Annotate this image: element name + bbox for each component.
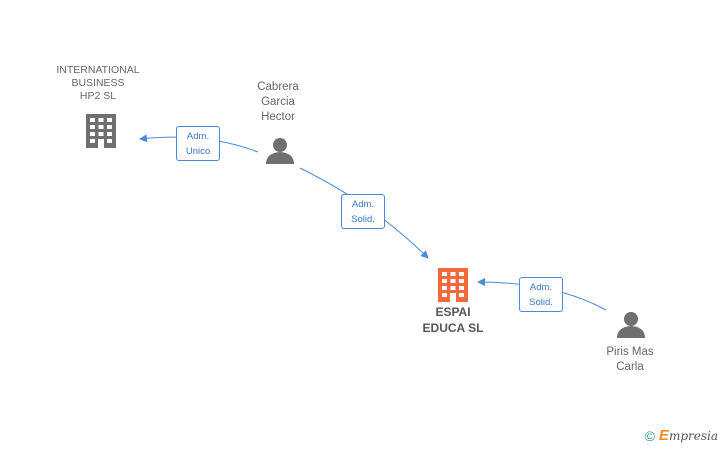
- brand-logo-letter: E: [658, 427, 669, 444]
- person-icon[interactable]: [617, 312, 645, 338]
- relation-label-adm-solid[interactable]: Adm. Solid.: [519, 277, 563, 312]
- person-icon[interactable]: [266, 138, 294, 164]
- node-label-espai[interactable]: ESPAI EDUCA SL: [422, 305, 484, 335]
- node-label-international-business[interactable]: INTERNATIONAL BUSINESS HP2 SL: [56, 64, 140, 102]
- copyright-icon: ©: [644, 427, 655, 444]
- brand-name: mpresia: [668, 428, 718, 443]
- building-icon[interactable]: [438, 268, 468, 302]
- node-label-cabrera[interactable]: Cabrera Garcia Hector: [257, 81, 299, 123]
- relation-label-adm-unico[interactable]: Adm. Unico: [176, 126, 220, 161]
- building-icon[interactable]: [86, 114, 116, 148]
- brand-footer: © E mpresia: [645, 427, 718, 444]
- relation-label-adm-solid[interactable]: Adm. Solid.: [341, 194, 385, 229]
- node-label-piris[interactable]: Piris Mas Carla: [606, 346, 654, 373]
